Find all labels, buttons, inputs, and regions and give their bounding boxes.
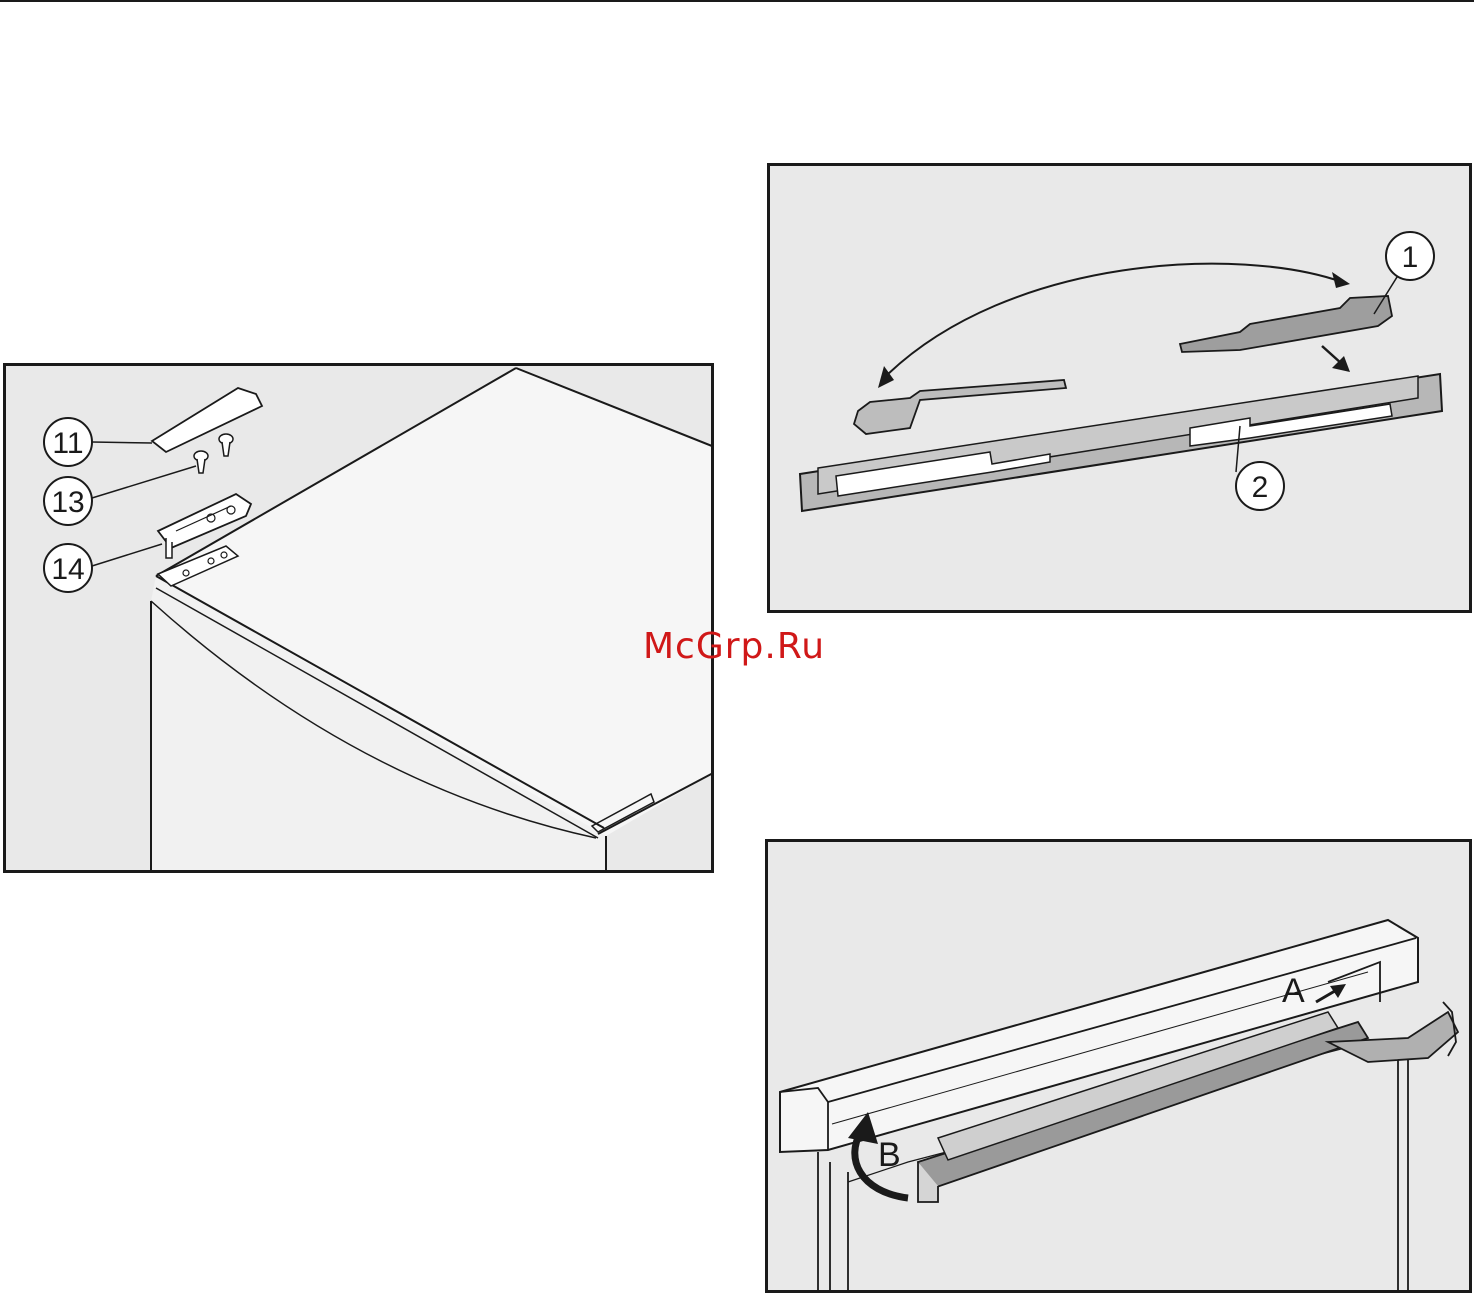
part-1 (1180, 296, 1392, 352)
label-a: A (1282, 972, 1305, 1010)
top-hinge-arm-drawing: A B (768, 842, 1472, 1293)
callout-11: 11 (52, 427, 83, 460)
callout-14: 14 (51, 553, 84, 586)
rail-part-swap-drawing: 1 2 (770, 166, 1472, 613)
label-b: B (878, 1136, 901, 1174)
figure-top-hinge-arm: A B (765, 839, 1472, 1293)
callout-1: 1 (1402, 241, 1419, 274)
callout-13: 13 (51, 486, 84, 519)
page-top-rule (0, 0, 1474, 2)
watermark-text: McGrp.Ru (643, 626, 825, 667)
hinge-cover (152, 388, 262, 452)
screw-icon (219, 434, 233, 456)
hinge-removal-drawing: 11 13 14 (6, 366, 714, 873)
arrowhead-right (1332, 272, 1350, 288)
screw-icon (194, 451, 208, 473)
figure-hinge-removal: 11 13 14 (3, 363, 714, 873)
arrowhead-left (878, 366, 894, 388)
callout-2: 2 (1252, 471, 1269, 504)
figure-rail-part-swap: 1 2 (767, 163, 1472, 613)
part-1-new-position (854, 380, 1066, 434)
